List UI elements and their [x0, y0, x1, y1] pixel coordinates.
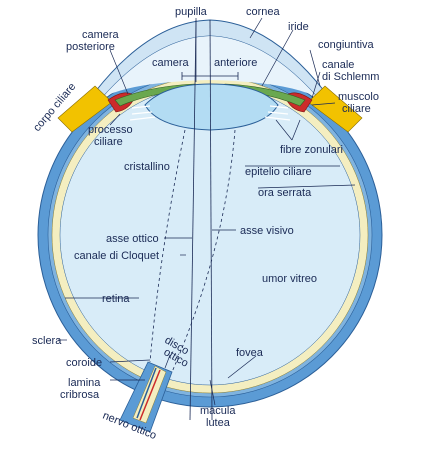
label-processo-ciliare-1: processo: [88, 124, 133, 136]
label-iride: iride: [288, 21, 309, 33]
label-camera-posteriore-2: posteriore: [66, 41, 115, 53]
label-lamina-cribrosa-1: lamina: [68, 377, 101, 389]
anterior-segment: [60, 18, 355, 122]
label-anteriore: anteriore: [214, 57, 257, 69]
central-vein: [136, 367, 157, 419]
cloquet-canal: [149, 129, 236, 373]
optical-axis-line: [189, 19, 197, 421]
label-coroide: coroide: [66, 357, 102, 369]
label-macula-lutea-2: lutea: [206, 417, 231, 429]
label-lamina-cribrosa-2: cribrosa: [60, 389, 100, 401]
label-asse-ottico: asse ottico: [106, 233, 159, 245]
label-epitelio-ciliare: epitelio ciliare: [245, 166, 312, 178]
label-processo-ciliare-2: ciliare: [94, 136, 123, 148]
label-canale-cloquet: canale di Cloquet: [74, 250, 159, 262]
label-camera: camera: [152, 57, 190, 69]
label-ora-serrata: ora serrata: [258, 187, 312, 199]
leader-lines: [58, 17, 356, 406]
label-umor-vitreo: umor vitreo: [262, 273, 317, 285]
anterior-chamber-bracket: [181, 72, 239, 80]
label-pupilla: pupilla: [175, 6, 208, 18]
label-sclera: sclera: [32, 335, 62, 347]
label-muscolo-ciliare-2: ciliare: [342, 103, 371, 115]
lens-shape: [144, 83, 279, 131]
zonular-fibres: [129, 105, 291, 121]
label-macula-lutea-1: macula: [200, 405, 236, 417]
label-congiuntiva: congiuntiva: [318, 39, 375, 51]
label-cornea: cornea: [246, 6, 281, 18]
central-artery: [139, 369, 161, 421]
label-fovea: fovea: [236, 347, 264, 359]
visual-axis-line: [209, 19, 213, 421]
label-retina: retina: [102, 293, 130, 305]
label-muscolo-ciliare-1: muscolo: [338, 91, 379, 103]
label-canale-schlemm-1: canale: [322, 59, 354, 71]
label-canale-schlemm-2: di Schlemm: [322, 71, 379, 83]
label-asse-visivo: asse visivo: [240, 225, 294, 237]
label-fibre-zonulari: fibre zonulari: [280, 144, 343, 156]
label-camera-posteriore-1: camera: [82, 29, 120, 41]
label-cristallino: cristallino: [124, 161, 170, 173]
